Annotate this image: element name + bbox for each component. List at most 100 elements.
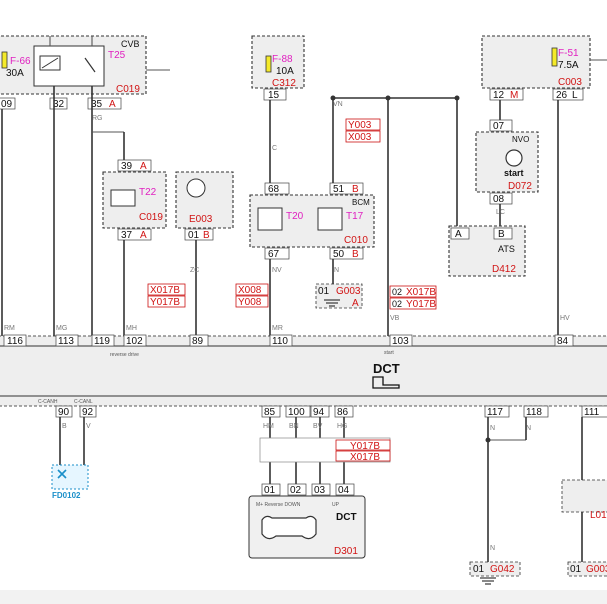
ground-g042-code: G042 [490, 564, 515, 575]
fuse-f51-pin-26-suffix: L [572, 90, 578, 101]
wire-code-hg: HG [337, 423, 348, 430]
t22-pin-top-suffix: A [140, 161, 147, 172]
shifter-name: DCT [336, 512, 357, 523]
connector-x003: X003 [348, 132, 372, 143]
bcm-relay-t20: T20 [286, 211, 304, 222]
can-connector-box [51, 464, 89, 490]
pin-35: 35 [91, 99, 103, 110]
wire-code-hm: HM [263, 423, 274, 430]
ats-name: ATS [498, 244, 515, 254]
wire-code-lc: LC [496, 209, 505, 216]
fuse-f66-icon [1, 51, 8, 69]
bottom-strip [0, 590, 607, 604]
ats-code: D412 [492, 264, 516, 275]
svg-text:N: N [526, 425, 531, 432]
dct-pin-86: 86 [337, 407, 349, 418]
can-h-label: C-CANH [38, 399, 58, 405]
svg-text:02: 02 [392, 287, 402, 297]
dct-module-label: DCT [373, 361, 400, 376]
sensor-e003-code: E003 [189, 214, 213, 225]
t22-pin-bot: 37 [121, 230, 133, 241]
connector-x017b-left: X017B [150, 285, 180, 296]
relay-t22-coil-icon [110, 189, 136, 207]
bcm-relay2-icon [317, 207, 343, 231]
shifter-pin-04: 04 [338, 485, 350, 496]
fuse-f88-pin: 15 [268, 90, 280, 101]
bcm-relay1-icon [257, 207, 283, 231]
connector-y017b-right: Y017B [406, 299, 436, 310]
nvo-code: D072 [508, 181, 532, 192]
relay-t22-connector: C019 [139, 212, 163, 223]
ground-g003-suffix: A [352, 298, 359, 309]
dct-pin-85: 85 [264, 407, 276, 418]
sensor-e003-box [175, 171, 234, 229]
cvb-relay-box [33, 45, 105, 87]
dct-pin-118: 118 [526, 407, 542, 418]
nvo-name: NVO [512, 135, 529, 144]
wire-code-bv: BV [313, 423, 323, 430]
connector-y017b-shifter: Y017B [350, 441, 380, 452]
can-network-icon [57, 469, 67, 479]
cvb-relay-code: T25 [108, 50, 126, 61]
svg-text:N: N [490, 545, 495, 552]
dct-pin-113: 113 [58, 336, 74, 347]
wire-code-hv: HV [560, 315, 570, 322]
shifter-pin-02: 02 [290, 485, 302, 496]
fuse-f51-pin-26: 26 [556, 90, 568, 101]
wire-code-mr: MR [272, 325, 283, 332]
nvo-start-label: start [504, 168, 524, 178]
e003-pin: 01 [188, 230, 200, 241]
fuse-f88-icon [265, 55, 272, 73]
connector-x017b-right: X017B [406, 287, 436, 298]
shifter-pin-03: 03 [314, 485, 326, 496]
ats-pin-b: B [498, 229, 505, 240]
ground-g042-pin: 01 [473, 564, 485, 575]
bcm-connector: C010 [344, 235, 368, 246]
connector-y017b-left: Y017B [150, 297, 180, 308]
dct-top-pin-row: 116 113 119 102 89 110 103 84 [3, 334, 574, 347]
fuse-f51-icon [551, 47, 558, 67]
dct-module-box [0, 335, 607, 407]
t22-pin-bot-suffix: A [140, 230, 147, 241]
ats-pin-a: A [455, 229, 462, 240]
dct-pin-117: 117 [487, 407, 503, 418]
sensor-icon [186, 178, 206, 198]
wire-code-zc: ZC [190, 267, 199, 274]
bcm-relay-t17: T17 [346, 211, 364, 222]
ground-icon [324, 299, 340, 307]
l01-code: L01 [590, 510, 607, 521]
dct-pin-110: 110 [272, 336, 288, 347]
fuse-f51-pin-12: 12 [493, 90, 505, 101]
l01-module-box [561, 479, 607, 513]
connector-y003: Y003 [348, 120, 372, 131]
wire-code-vb: VB [390, 315, 400, 322]
pin-32: 32 [53, 99, 65, 110]
bcm-pin-67: 67 [268, 249, 280, 260]
wire-code-vn: VN [333, 101, 343, 108]
bcm-pin-50: 50 [333, 249, 345, 260]
svg-text:N: N [490, 425, 495, 432]
fuse-f66-code: F-66 [10, 56, 31, 67]
dct-pin-119: 119 [94, 336, 110, 347]
fuse-f66-amps: 30A [6, 68, 24, 79]
wire-code-b: B [62, 423, 67, 430]
ground-g003b-pin: 01 [570, 564, 582, 575]
dct-pin-92: 92 [82, 407, 94, 418]
ground-g003-code: G003 [336, 286, 361, 297]
fuse-f88-connector: C312 [272, 78, 296, 89]
svg-text:02: 02 [392, 299, 402, 309]
ground-g003-pin: 01 [318, 286, 330, 297]
e003-pin-suffix: B [203, 230, 210, 241]
fuse-f88-amps: 10A [276, 66, 294, 77]
t22-pin-top: 39 [121, 161, 133, 172]
nvo-pin-08: 08 [493, 194, 505, 205]
shifter-pin-01: 01 [264, 485, 276, 496]
pin-09: 09 [1, 99, 13, 110]
dct-pin-116: 116 [7, 336, 23, 347]
cvb-name: CVB [121, 39, 140, 49]
wire-code-nv: NV [272, 267, 282, 274]
shifter-code: D301 [334, 546, 358, 557]
wire-code-mg: MG [56, 325, 67, 332]
connector-x017b-shifter: X017B [350, 452, 380, 463]
